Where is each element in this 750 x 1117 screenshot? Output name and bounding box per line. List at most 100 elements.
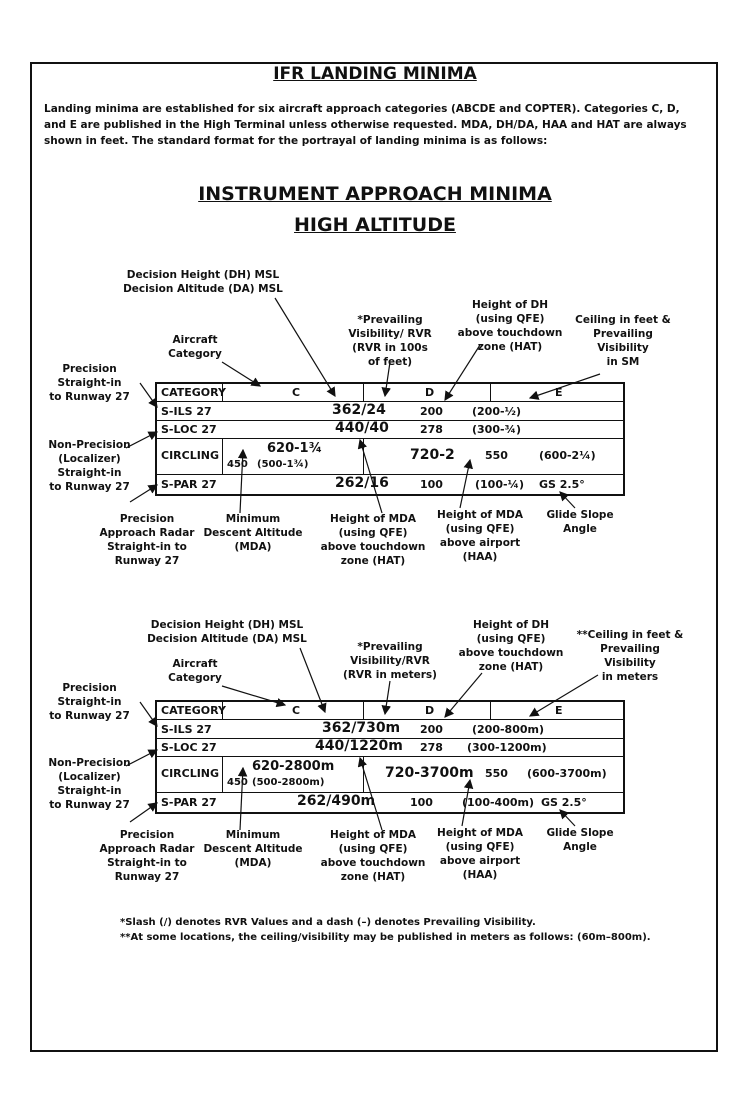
row-label: S-ILS 27 xyxy=(161,723,212,736)
circling-c-visibility: (500-1¾) xyxy=(257,459,309,470)
loc-row: S-LOC 27 440/1220m 278 (300-1200m) xyxy=(157,738,623,757)
glide-slope: GS 2.5° xyxy=(541,796,587,809)
circling-c-haa: 450 xyxy=(227,777,248,788)
circling-de-visibility: (600-2¼) xyxy=(539,449,596,462)
divider xyxy=(363,702,364,720)
circling-row: CIRCLING 620-1¾ 450 (500-1¾) 720-2 550 (… xyxy=(157,439,623,475)
hat: 100 xyxy=(420,478,443,491)
minima-table-1: CATEGORY C D E S-ILS 27 362/24 200 (200-… xyxy=(155,382,625,496)
ceiling-visibility: (200-½) xyxy=(472,405,521,418)
category-d: D xyxy=(425,704,435,717)
category-header: CATEGORY xyxy=(161,386,226,399)
par-row: S-PAR 27 262/16 100 (100-¼) GS 2.5° xyxy=(157,475,623,494)
row-label: CIRCLING xyxy=(161,767,220,780)
divider xyxy=(490,384,491,402)
circling-c-minimum: 620-1¾ xyxy=(267,441,323,456)
category-e: E xyxy=(555,386,563,399)
page-title: IFR LANDING MINIMA xyxy=(273,64,477,84)
hat: 278 xyxy=(420,423,443,436)
row-label: S-LOC 27 xyxy=(161,423,217,436)
divider xyxy=(222,384,223,402)
minimum: 362/24 xyxy=(332,402,386,418)
divider xyxy=(363,384,364,402)
ils-row: S-ILS 27 362/24 200 (200-½) xyxy=(157,402,623,421)
footnote-slash: *Slash (/) denotes RVR Values and a dash… xyxy=(120,917,536,928)
glide-slope: GS 2.5° xyxy=(539,478,585,491)
par-row: S-PAR 27 262/490m 100 (100-400m) GS 2.5° xyxy=(157,793,623,812)
circling-c-minimum: 620-2800m xyxy=(252,759,335,774)
category-header: CATEGORY xyxy=(161,704,226,717)
circling-de-visibility: (600-3700m) xyxy=(527,767,607,780)
section-title: INSTRUMENT APPROACH MINIMA xyxy=(198,183,552,205)
category-c: C xyxy=(292,386,301,399)
footnote-meters: **At some locations, the ceiling/visibil… xyxy=(120,932,651,943)
divider xyxy=(222,439,223,475)
ceiling-visibility: (100-¼) xyxy=(475,478,524,491)
row-label: S-PAR 27 xyxy=(161,796,217,809)
category-c: C xyxy=(292,704,301,717)
hat: 200 xyxy=(420,723,443,736)
circling-de-minimum: 720-2 xyxy=(410,447,455,463)
divider xyxy=(490,702,491,720)
category-d: D xyxy=(425,386,435,399)
circling-c-haa: 450 xyxy=(227,459,248,470)
category-row: CATEGORY C D E xyxy=(157,384,623,402)
intro-paragraph: Landing minima are established for six a… xyxy=(44,103,687,147)
category-e: E xyxy=(555,704,563,717)
row-label: CIRCLING xyxy=(161,449,220,462)
haa-label: Height of MDA(using QFE)above airport(HA… xyxy=(437,509,523,563)
minimum: 440/40 xyxy=(335,420,389,436)
divider xyxy=(363,439,364,475)
ceiling-visibility: (200-800m) xyxy=(472,723,545,736)
minimum: 262/16 xyxy=(335,475,389,491)
ils-row: S-ILS 27 362/730m 200 (200-800m) xyxy=(157,720,623,739)
row-label: S-LOC 27 xyxy=(161,741,217,754)
row-label: S-PAR 27 xyxy=(161,478,217,491)
category-row: CATEGORY C D E xyxy=(157,702,623,720)
haa-label: Height of MDA(using QFE)above airport(HA… xyxy=(437,827,523,881)
circling-c-visibility: (500-2800m) xyxy=(252,777,325,788)
ceiling-visibility: (300-1200m) xyxy=(467,741,547,754)
circling-row: CIRCLING 620-2800m 450 (500-2800m) 720-3… xyxy=(157,757,623,793)
minima-table-2: CATEGORY C D E S-ILS 27 362/730m 200 (20… xyxy=(155,700,625,814)
minimum: 362/730m xyxy=(322,720,401,736)
hat: 200 xyxy=(420,405,443,418)
circling-de-minimum: 720-3700m xyxy=(385,765,474,781)
loc-row: S-LOC 27 440/40 278 (300-¾) xyxy=(157,420,623,439)
minimum: 440/1220m xyxy=(315,738,403,754)
page-frame xyxy=(30,62,718,1052)
ceiling-visibility: (100-400m) xyxy=(462,796,535,809)
divider xyxy=(222,702,223,720)
circling-de-haa: 550 xyxy=(485,767,508,780)
minimum: 262/490m xyxy=(297,793,376,809)
circling-de-haa: 550 xyxy=(485,449,508,462)
section-subtitle: HIGH ALTITUDE xyxy=(294,214,456,236)
divider xyxy=(222,757,223,793)
divider xyxy=(363,757,364,793)
ceiling-visibility: (300-¾) xyxy=(472,423,521,436)
row-label: S-ILS 27 xyxy=(161,405,212,418)
